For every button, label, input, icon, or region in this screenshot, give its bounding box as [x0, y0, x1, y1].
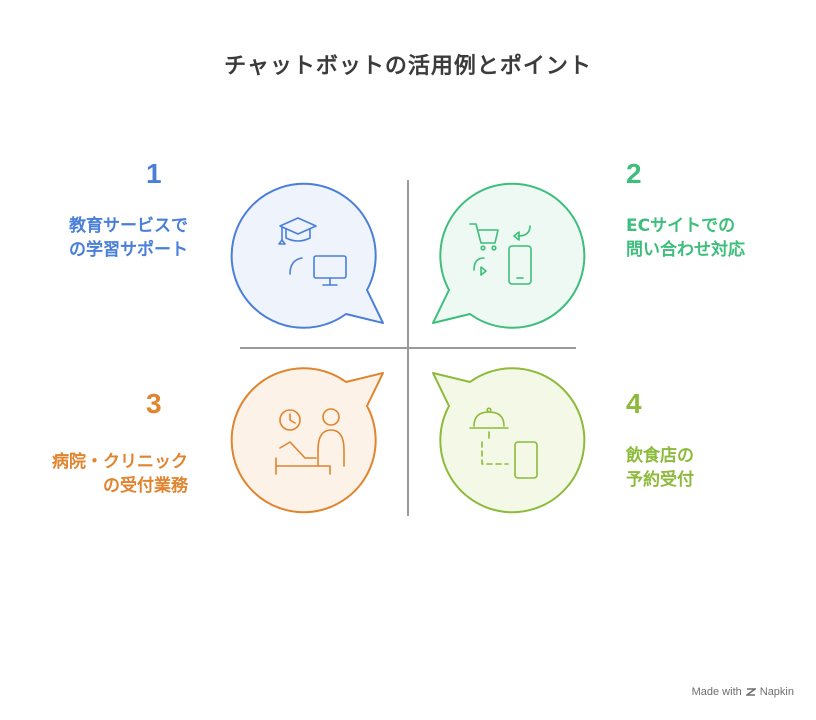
- graduate-computer-icon: [278, 217, 347, 286]
- napkin-logo-icon: [745, 688, 756, 696]
- quadrant-3-number: 3: [146, 388, 162, 419]
- quadrant-2-number: 2: [626, 158, 642, 189]
- quadrant-2-label-line-2: 問い合わせ対応: [626, 240, 745, 260]
- quadrant-3-label-line-2: の受付業務: [103, 476, 188, 496]
- quadrant-3-bubble: [230, 367, 384, 514]
- quadrant-4-bubble: [432, 367, 586, 514]
- footer-made-with: Made with: [691, 686, 742, 698]
- quadrant-2-label: ECサイトでの 問い合わせ対応: [626, 214, 745, 262]
- diagram-title: チャットボットの活用例とポイント: [224, 54, 592, 79]
- dish-phone-icon: [469, 407, 538, 479]
- quadrant-3-label: 病院・クリニック の受付業務: [52, 450, 188, 498]
- clock-reception-icon: [275, 408, 345, 475]
- footer-attribution: Made with Napkin: [692, 686, 794, 698]
- quadrant-4-label-line-2: 予約受付: [626, 470, 694, 490]
- quadrant-1-label-line-2: の学習サポート: [69, 240, 188, 260]
- quadrant-1-label-line-1: 教育サービスで: [69, 216, 188, 236]
- quadrant-3-label-line-1: 病院・クリニック: [52, 452, 188, 472]
- cart-phone-exchange-icon: [469, 223, 532, 285]
- footer-brand: Napkin: [759, 686, 794, 698]
- quadrant-2-label-line-1: ECサイトでの: [626, 216, 736, 236]
- quadrant-1-bubble: [230, 182, 384, 329]
- quadrant-4-label: 飲食店の 予約受付: [626, 444, 694, 492]
- quadrant-1-label: 教育サービスで の学習サポート: [69, 214, 188, 262]
- quadrant-4-label-line-1: 飲食店の: [626, 446, 694, 466]
- quadrant-4-number: 4: [626, 388, 642, 419]
- quadrant-1-number: 1: [146, 158, 162, 189]
